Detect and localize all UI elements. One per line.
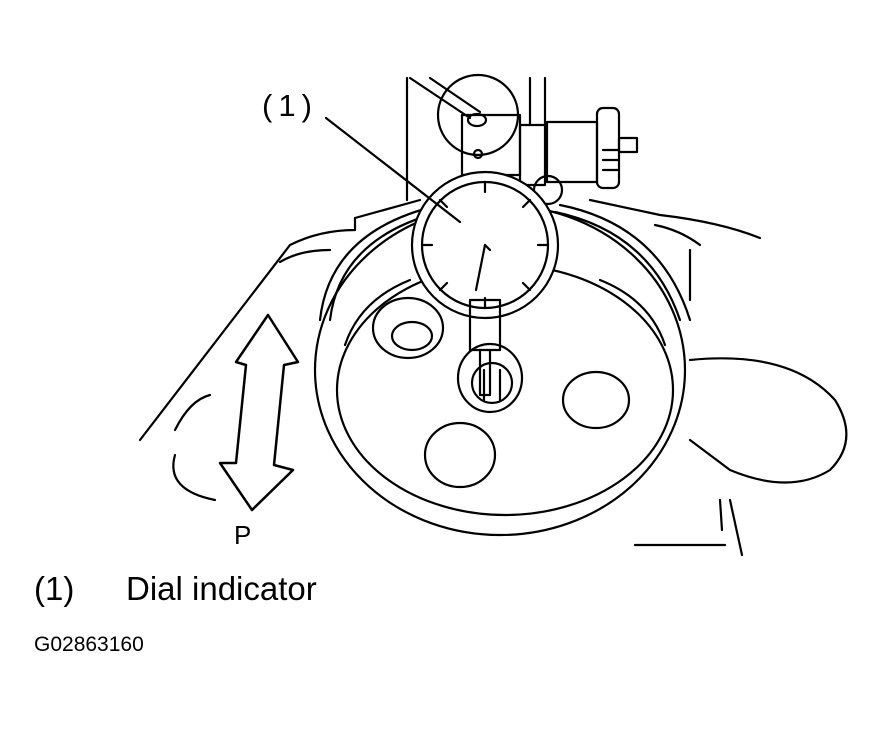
legend-text: Dial indicator bbox=[126, 570, 317, 607]
direction-arrow bbox=[220, 315, 298, 510]
dial-indicator-gauge bbox=[412, 172, 558, 395]
legend-number: (1) bbox=[34, 570, 75, 607]
pulley-wheel bbox=[315, 205, 690, 535]
arrow-label: P bbox=[234, 520, 252, 550]
housing-outline bbox=[140, 200, 846, 555]
callout-marker: (1) bbox=[262, 88, 318, 123]
legend: (1) Dial indicator bbox=[34, 570, 317, 608]
figure-id: G02863160 bbox=[34, 633, 144, 656]
callout-leader bbox=[326, 118, 460, 222]
